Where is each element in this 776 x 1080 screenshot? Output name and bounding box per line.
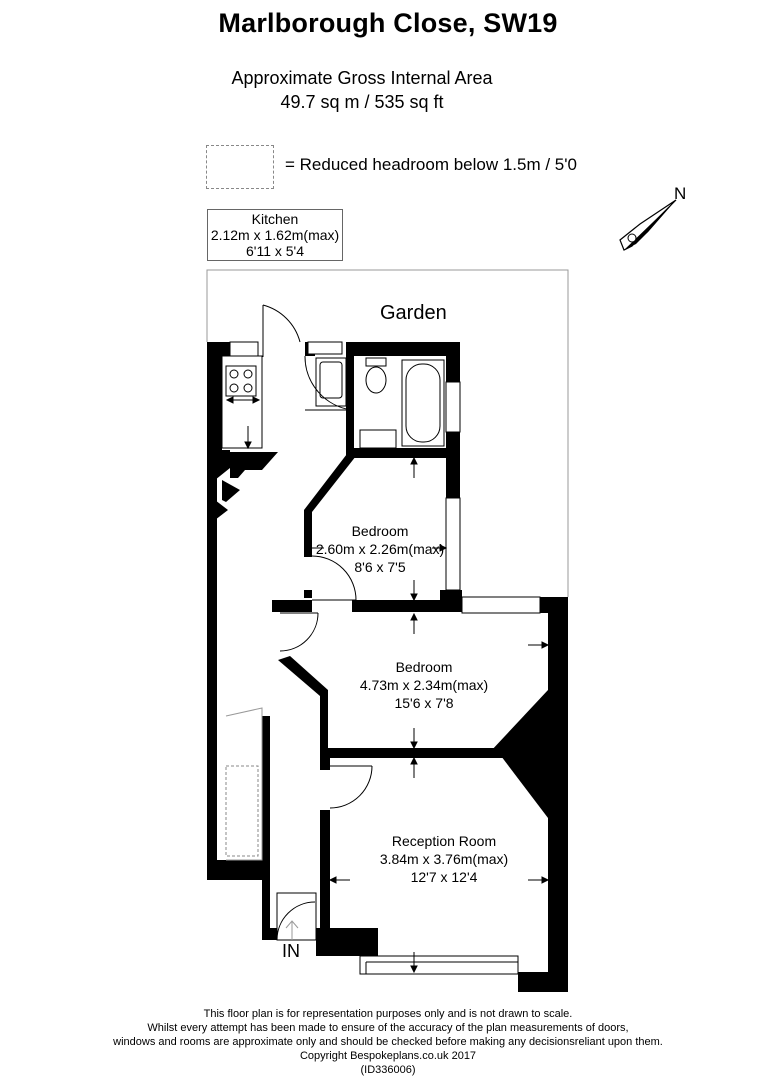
- windows: [229, 341, 541, 975]
- garden-label: Garden: [380, 302, 447, 324]
- bath-icon: [401, 359, 445, 447]
- bedroom2-name: Bedroom: [395, 659, 453, 675]
- bedroom2-imperial: 15'6 x 7'8: [394, 695, 454, 711]
- disclaimer-line-4: Copyright Bespokeplans.co.uk 2017: [299, 1050, 477, 1062]
- kitchen-imperial: 6'11 x 5'4: [245, 243, 305, 259]
- cupboard: [225, 707, 263, 861]
- compass-icon: [619, 199, 677, 251]
- walls: [207, 342, 568, 992]
- disclaimer-line-5: (ID336006): [360, 1064, 416, 1076]
- kitchen-name: Kitchen: [251, 211, 299, 227]
- bedroom1-label: Bedroom 2.60m x 2.26m(max) 8'6 x 7'5: [300, 522, 460, 576]
- sink-icon: [359, 429, 397, 449]
- bedroom2-label: Bedroom 4.73m x 2.34m(max) 15'6 x 7'8: [344, 658, 504, 712]
- reception-label: Reception Room 3.84m x 3.76m(max) 12'7 x…: [364, 832, 524, 886]
- bedroom1-name: Bedroom: [351, 523, 409, 539]
- bedroom1-imperial: 8'6 x 7'5: [354, 559, 406, 575]
- kitchen-fittings: [221, 355, 263, 449]
- kitchen-metric: 2.12m x 1.62m(max): [210, 227, 340, 243]
- disclaimer-line-3: windows and rooms are approximate only a…: [113, 1036, 663, 1048]
- reception-name: Reception Room: [391, 833, 497, 849]
- entrance-label: IN: [282, 941, 300, 961]
- kitchen-worktop: [221, 355, 263, 449]
- gross-area-heading: Approximate Gross Internal Area: [231, 68, 493, 88]
- disclaimer-line-1: This floor plan is for representation pu…: [203, 1008, 573, 1020]
- basin-icon: [315, 357, 347, 407]
- compass-north-label: N: [674, 184, 687, 203]
- reduced-headroom-swatch: [206, 145, 274, 189]
- bedroom1-metric: 2.60m x 2.26m(max): [315, 541, 445, 557]
- disclaimer-line-2: Whilst every attempt has been made to en…: [147, 1022, 629, 1034]
- disclaimer: This floor plan is for representation pu…: [0, 1007, 776, 1077]
- reduced-headroom-legend: = Reduced headroom below 1.5m / 5'0: [285, 155, 577, 174]
- toilet-icon: [365, 366, 387, 394]
- page-title: Marlborough Close, SW19: [218, 8, 558, 38]
- door-swings: [262, 304, 373, 941]
- entrance-arrow-icon: [285, 920, 299, 940]
- dimension-markers: [225, 396, 550, 974]
- hob-icon: [225, 365, 257, 397]
- kitchen-label: Kitchen 2.12m x 1.62m(max) 6'11 x 5'4: [207, 209, 343, 261]
- bathroom-fittings: [315, 357, 445, 449]
- reception-metric: 3.84m x 3.76m(max): [379, 851, 509, 867]
- bedroom2-metric: 4.73m x 2.34m(max): [359, 677, 489, 693]
- reception-imperial: 12'7 x 12'4: [410, 869, 478, 885]
- gross-area: Approximate Gross Internal Area 49.7 sq …: [212, 66, 512, 114]
- garden-outline: [206, 269, 569, 597]
- gross-area-value: 49.7 sq m / 535 sq ft: [280, 92, 444, 112]
